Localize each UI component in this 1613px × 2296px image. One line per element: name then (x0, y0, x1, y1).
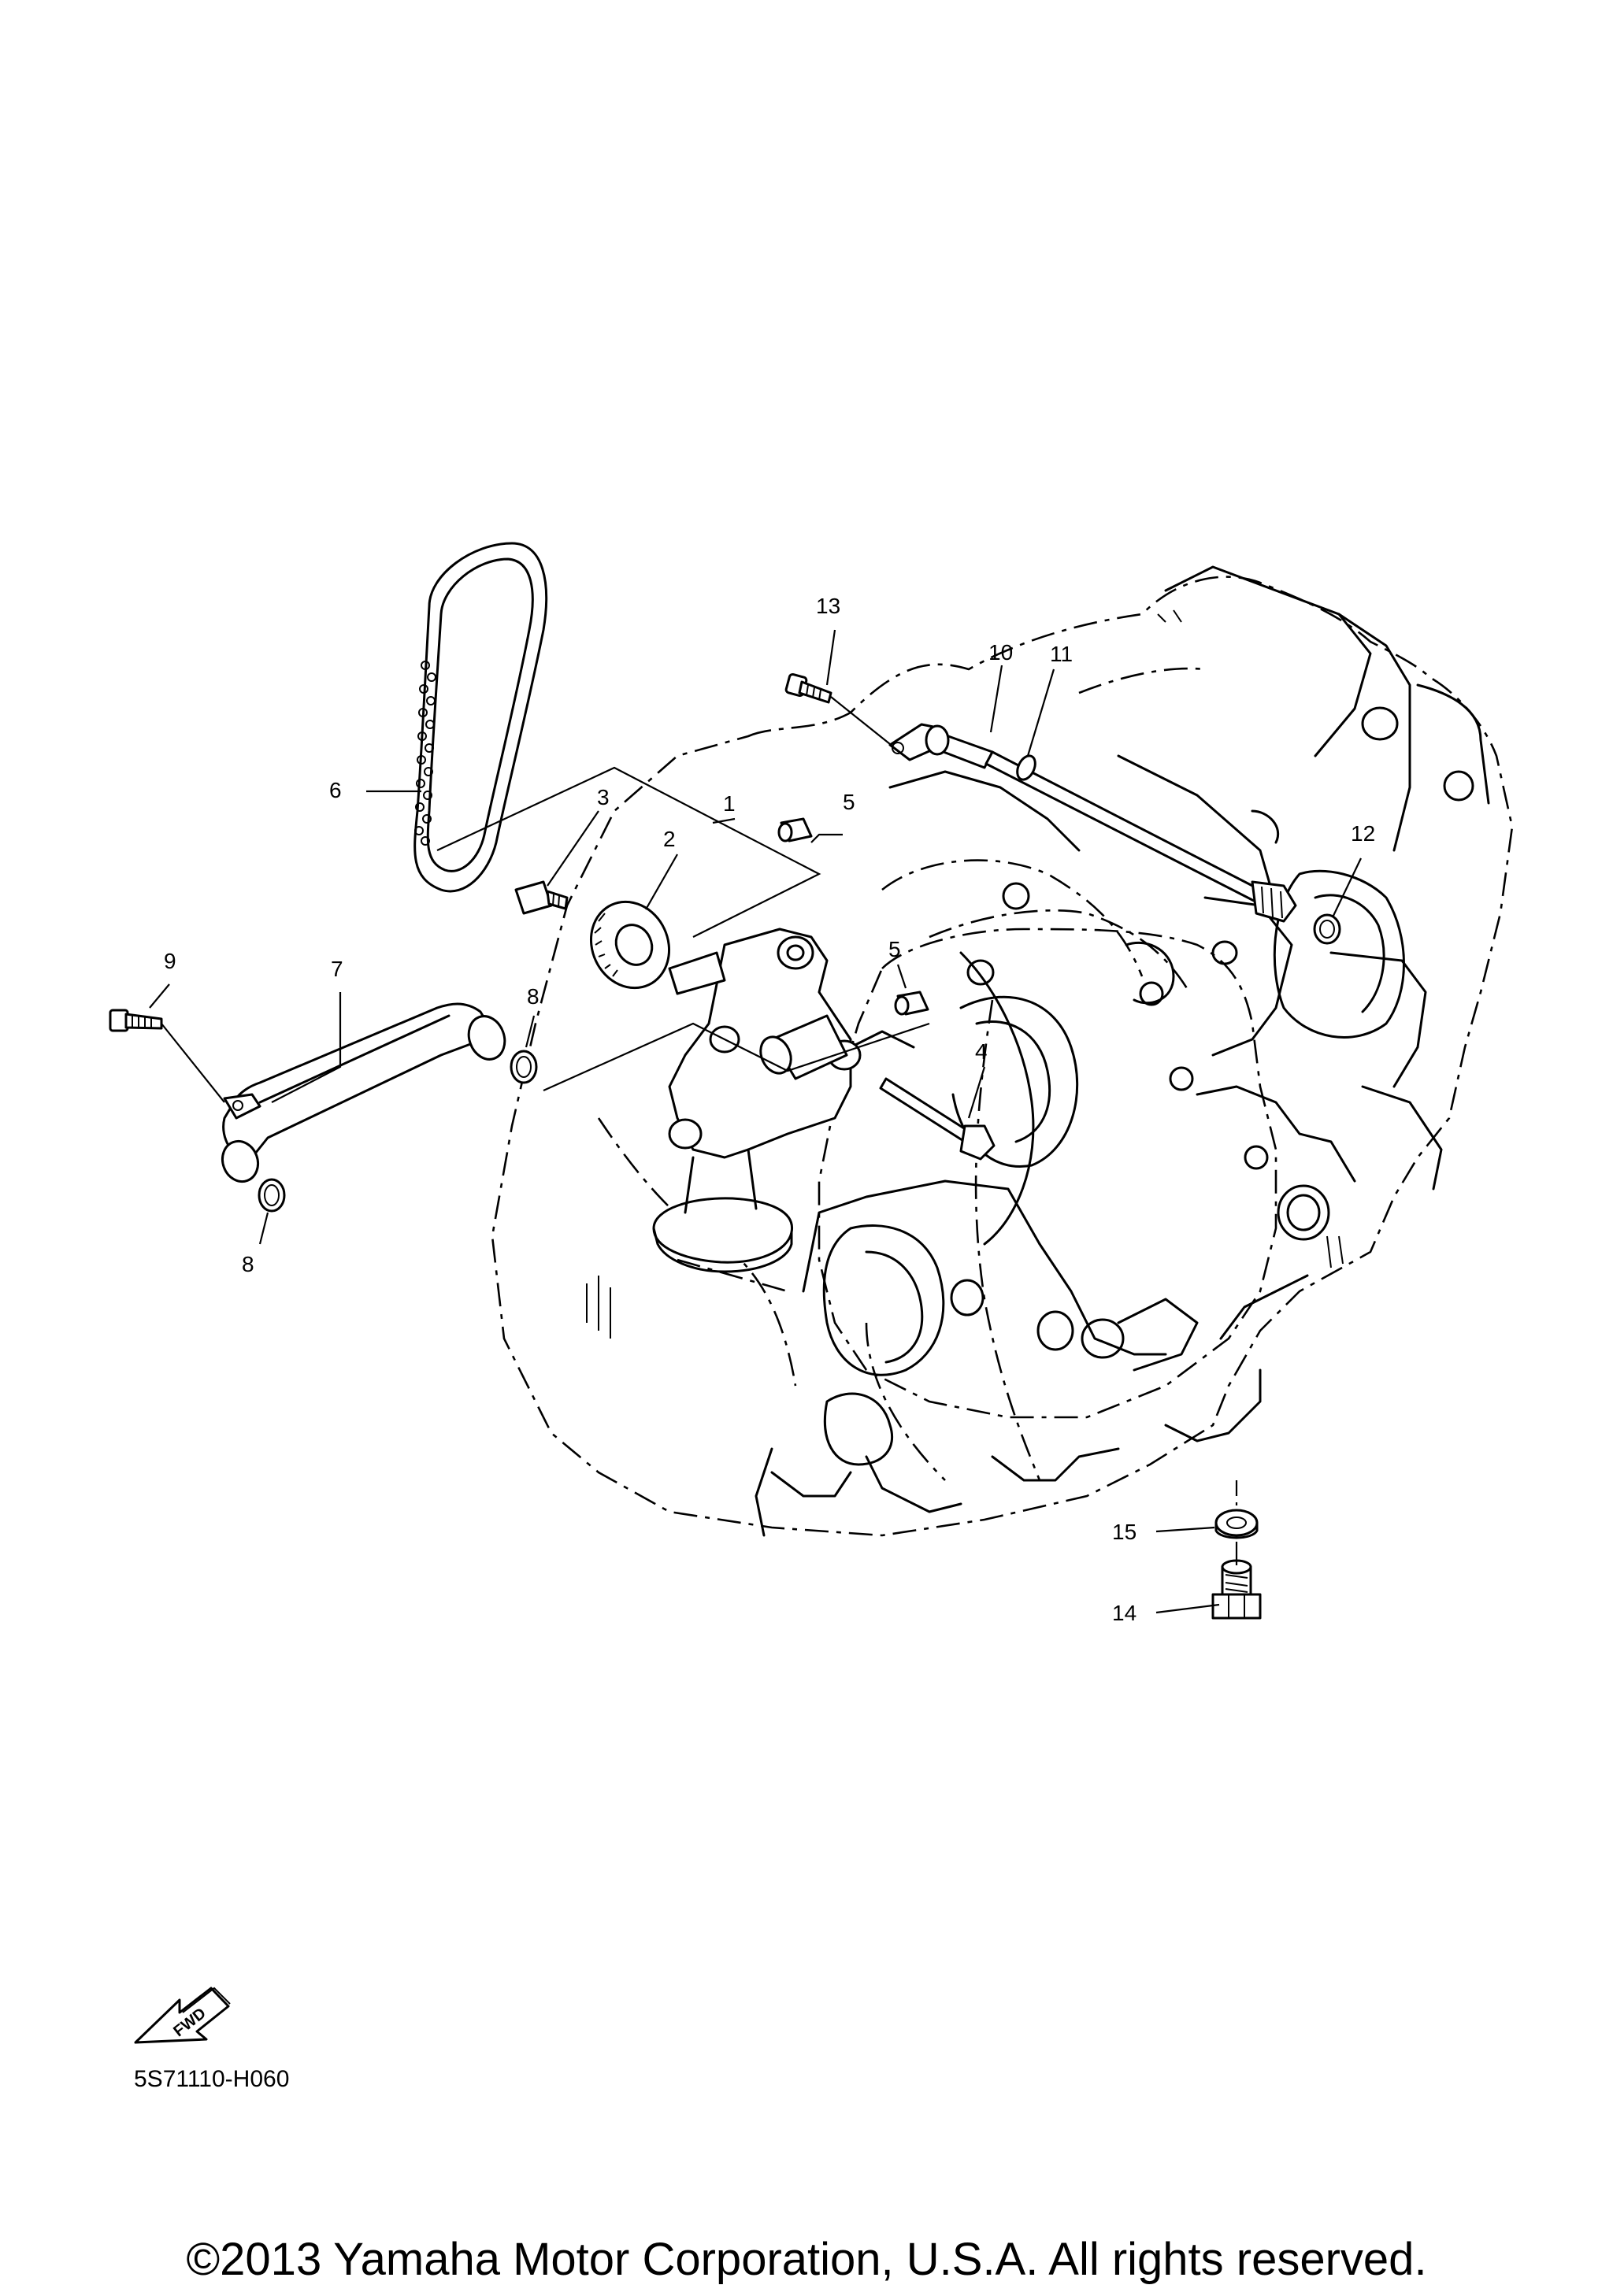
chain-links (414, 661, 436, 846)
dowel-pin-upper (777, 817, 813, 842)
o-ring-12 (1313, 913, 1341, 945)
o-ring-8-upper (510, 1050, 538, 1084)
case-gasket-outline (818, 928, 1277, 1419)
bolt-4 (879, 1077, 996, 1161)
callout-10: 10 (988, 640, 1013, 665)
callout-labels: 1 2 3 4 5 5 6 7 8 8 9 10 11 12 13 14 15 (164, 594, 1375, 1625)
callout-5a: 5 (843, 790, 855, 814)
callout-12: 12 (1351, 821, 1375, 846)
callout-14: 14 (1112, 1601, 1137, 1625)
callout-13: 13 (816, 594, 840, 618)
callout-1: 1 (723, 791, 736, 816)
callout-11: 11 (1050, 642, 1073, 666)
drain-plug-14 (1211, 1559, 1262, 1620)
bolt-9 (109, 1009, 163, 1032)
callout-5b: 5 (888, 937, 901, 961)
callout-15: 15 (1112, 1520, 1137, 1544)
copyright-notice: ©2013 Yamaha Motor Corporation, U.S.A. A… (186, 2234, 1427, 2285)
chain (413, 542, 548, 893)
diagram-code: 5S71110-H060 (134, 2066, 290, 2092)
gasket-15 (1214, 1509, 1259, 1539)
callout-8a: 8 (527, 984, 540, 1009)
callout-9: 9 (164, 949, 176, 973)
callout-2: 2 (663, 827, 676, 851)
bolt-3 (514, 880, 569, 915)
oil-pipe (221, 1002, 506, 1183)
bolt-13 (784, 672, 832, 704)
leader-lines (149, 629, 1362, 1614)
callout-8b: 8 (242, 1252, 254, 1276)
callout-3: 3 (597, 785, 610, 809)
oil-pump-assembly (652, 928, 862, 1273)
fwd-arrow-icon: FWD (134, 1987, 231, 2044)
crankcase-details (586, 565, 1490, 1537)
shaft-10 (888, 723, 1297, 923)
callout-6: 6 (329, 778, 342, 802)
callout-7: 7 (331, 957, 343, 981)
o-ring-8-lower (258, 1178, 286, 1213)
sprocket (589, 900, 671, 990)
callout-4: 4 (975, 1039, 988, 1064)
crankcase-outline (491, 576, 1514, 1537)
dowel-pin-lower (894, 991, 929, 1016)
